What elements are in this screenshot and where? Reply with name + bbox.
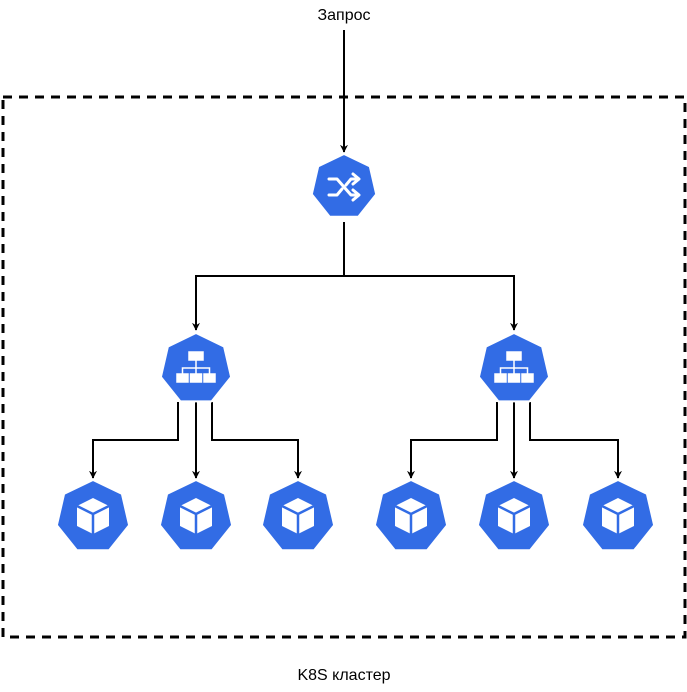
service-icon bbox=[159, 331, 233, 403]
ingress-icon bbox=[310, 152, 378, 218]
arrow-service-right-to-pod-1 bbox=[407, 402, 498, 479]
pod-icon bbox=[260, 478, 336, 552]
connectors bbox=[89, 30, 622, 479]
cluster-label: K8S кластер bbox=[297, 667, 390, 684]
arrow-ingress-to-service-right bbox=[344, 275, 518, 331]
pod-icon bbox=[158, 478, 234, 552]
arrow-service-right-to-pod-3 bbox=[529, 402, 622, 479]
arrow-ingress-to-service-left bbox=[192, 222, 345, 331]
pod-icon bbox=[373, 478, 449, 552]
arrow-service-left-to-pod-1 bbox=[89, 402, 179, 479]
pod-icon bbox=[476, 478, 552, 552]
arrow-service-left-to-pod-3 bbox=[211, 402, 302, 479]
pod-icon bbox=[580, 478, 656, 552]
service-icon bbox=[477, 331, 551, 403]
request-label: Запрос bbox=[317, 7, 370, 24]
pod-icon bbox=[55, 478, 131, 552]
